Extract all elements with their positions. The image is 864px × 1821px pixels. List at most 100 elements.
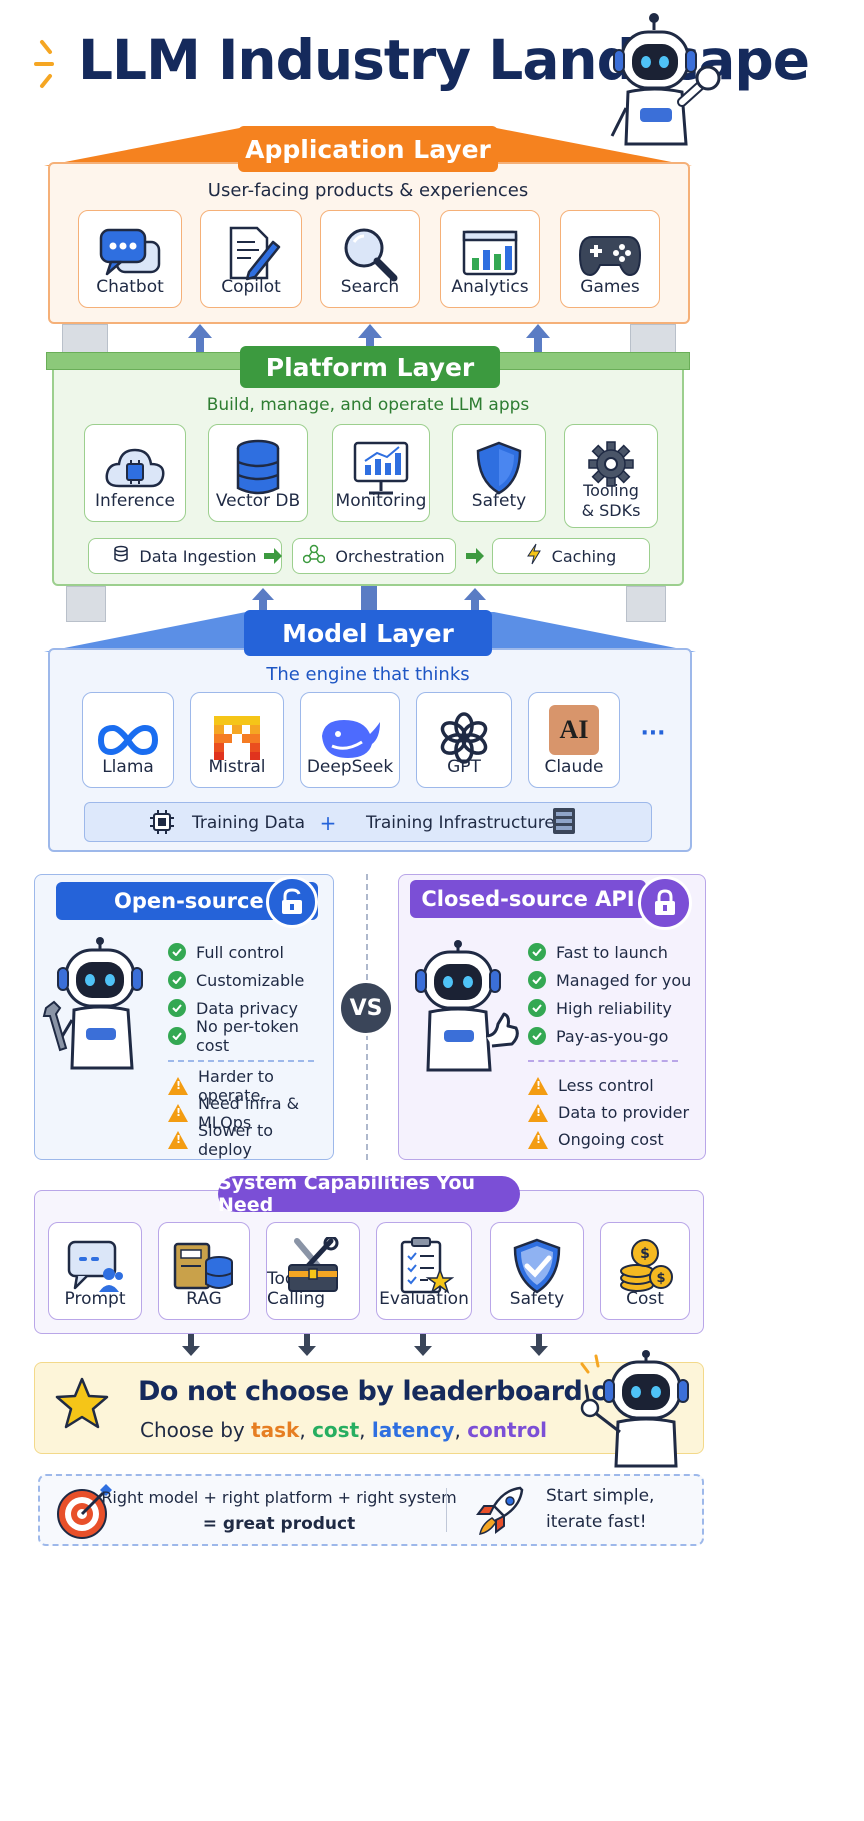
- arrow-down-icon: [528, 1334, 550, 1358]
- chip-icon: [148, 808, 176, 836]
- capability-prompt[interactable]: Prompt: [48, 1222, 142, 1320]
- pillar: [630, 324, 676, 354]
- title-sparkle-icon: [34, 38, 64, 90]
- model-card-deepseek[interactable]: DeepSeek: [300, 692, 400, 788]
- pro-item: Pay-as-you-go: [528, 1022, 698, 1050]
- arrow-up-icon: [356, 322, 384, 354]
- pillar: [62, 324, 108, 354]
- pipeline-orchestration[interactable]: Orchestration: [292, 538, 456, 574]
- model-card-gpt[interactable]: GPT: [416, 692, 512, 788]
- capability-safety[interactable]: Safety: [490, 1222, 584, 1320]
- platform-card-safety[interactable]: Safety: [452, 424, 546, 522]
- chat-bubble-icon: [97, 221, 163, 287]
- model-card-mistral[interactable]: Mistral: [190, 692, 284, 788]
- pipeline-caching[interactable]: Caching: [492, 538, 650, 574]
- pro-item: Fast to launch: [528, 938, 698, 966]
- advice-criteria: Choose by task, cost, latency, control: [140, 1418, 548, 1442]
- check-icon: [528, 999, 546, 1017]
- motto-line-1: Start simple,: [546, 1486, 655, 1506]
- training-data-label: Training Data: [192, 813, 306, 833]
- model-card-claude[interactable]: AI Claude: [528, 692, 620, 788]
- platform-card-tooling[interactable]: Tooling & SDKs: [564, 424, 658, 528]
- capability-label: Evaluation: [379, 1289, 469, 1309]
- con-item: !Harder to operate: [168, 1067, 328, 1105]
- database-small-icon: [113, 545, 129, 567]
- capability-cost[interactable]: $ $ Cost: [600, 1222, 690, 1320]
- pillar: [626, 586, 666, 622]
- training-infra-label: Training Infrastructure: [366, 813, 555, 833]
- model-card-llama[interactable]: Llama: [82, 692, 174, 788]
- platform-card-vector-db[interactable]: Vector DB: [208, 424, 308, 522]
- capability-tool-calling[interactable]: Tool Calling: [266, 1222, 360, 1320]
- footer-divider: [446, 1488, 447, 1532]
- platform-label-tooling: Tooling & SDKs: [581, 481, 641, 520]
- platform-label: Safety: [471, 491, 527, 511]
- platform-label: Inference: [95, 491, 175, 511]
- app-card-copilot[interactable]: Copilot: [200, 210, 302, 308]
- lightning-icon: [526, 543, 542, 569]
- con-item: !Ongoing cost: [528, 1126, 698, 1153]
- platform-label: Vector DB: [215, 491, 301, 511]
- warning-icon: [168, 1103, 188, 1122]
- arrow-right-icon: [262, 546, 284, 566]
- more-models-ellipsis[interactable]: ···: [640, 720, 666, 746]
- pro-item: Full control: [168, 938, 328, 966]
- deepseek-whale-icon: [317, 705, 383, 771]
- target-icon: [54, 1482, 114, 1540]
- robot-pointing-icon: [572, 1350, 696, 1468]
- pipeline-data-ingestion[interactable]: Data Ingestion: [88, 538, 282, 574]
- model-label: GPT: [447, 757, 481, 777]
- warning-icon: [528, 1103, 548, 1122]
- robot-thumbs-up-icon: [412, 940, 522, 1080]
- closed-source-pros: Fast to launch Managed for you High reli…: [528, 938, 698, 1050]
- arrow-up-icon: [524, 322, 552, 354]
- app-card-games[interactable]: Games: [560, 210, 660, 308]
- model-layer-subtitle: The engine that thinks: [266, 663, 470, 685]
- arrow-up-icon: [462, 586, 488, 614]
- pillar: [66, 586, 106, 622]
- criterion-cost: cost: [312, 1418, 360, 1442]
- arrow-down-icon: [296, 1334, 318, 1358]
- application-layer-title: Application Layer: [238, 126, 498, 172]
- svg-text:$: $: [656, 1271, 665, 1286]
- model-label: Mistral: [208, 757, 266, 777]
- warning-icon: [528, 1130, 548, 1149]
- page-title: LLM Industry Landscape: [78, 28, 810, 92]
- check-icon: [168, 971, 186, 989]
- check-icon: [168, 999, 186, 1017]
- advice-lead: Choose by: [140, 1418, 245, 1442]
- app-card-chatbot[interactable]: Chatbot: [78, 210, 182, 308]
- advice-headline: Do not choose by leaderboard only: [138, 1376, 654, 1407]
- capability-rag[interactable]: RAG: [158, 1222, 250, 1320]
- robot-wrench-icon: [42, 936, 152, 1076]
- app-label: Copilot: [221, 277, 281, 297]
- arrow-up-icon: [186, 322, 214, 354]
- magnifier-icon: [337, 221, 403, 287]
- coins-icon: $ $: [612, 1233, 678, 1299]
- pipeline-label: Caching: [551, 546, 617, 566]
- arrow-up-icon: [250, 586, 276, 614]
- arrow-up-icon: [356, 586, 382, 614]
- check-icon: [528, 1027, 546, 1045]
- pro-item: Customizable: [168, 966, 328, 994]
- arrow-down-icon: [412, 1334, 434, 1358]
- star-icon: [54, 1376, 110, 1432]
- toolbox-icon: [280, 1233, 346, 1299]
- con-item: !Need infra & MLOps: [168, 1094, 328, 1132]
- capability-evaluation[interactable]: Evaluation: [376, 1222, 472, 1320]
- app-card-analytics[interactable]: Analytics: [440, 210, 540, 308]
- checklist-star-icon: [391, 1233, 457, 1299]
- platform-card-monitoring[interactable]: Monitoring: [332, 424, 430, 522]
- mistral-logo-icon: [204, 705, 270, 771]
- platform-card-inference[interactable]: Inference: [84, 424, 186, 522]
- open-source-divider: [168, 1060, 314, 1062]
- closed-source-divider: [528, 1060, 678, 1062]
- pipeline-label: Data Ingestion: [139, 546, 257, 566]
- closed-source-cons: !Less control !Data to provider !Ongoing…: [528, 1072, 698, 1153]
- model-layer-title: Model Layer: [244, 610, 492, 656]
- pro-item: No per-token cost: [168, 1017, 328, 1055]
- bar-chart-icon: [457, 221, 523, 287]
- capabilities-title: System Capabilities You Need: [218, 1172, 520, 1216]
- document-pen-icon: [218, 221, 284, 287]
- app-card-search[interactable]: Search: [320, 210, 420, 308]
